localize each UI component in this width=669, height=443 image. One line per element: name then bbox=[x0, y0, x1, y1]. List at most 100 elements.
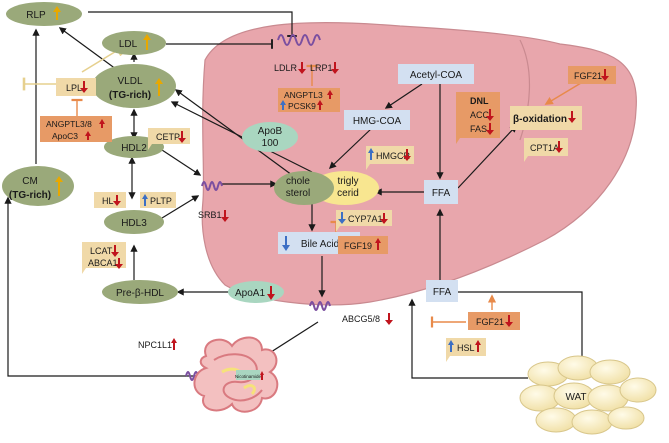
svg-text:LRP1: LRP1 bbox=[310, 63, 333, 73]
down-arrow-icon bbox=[486, 123, 494, 135]
box-fgf21-top: FGF21 bbox=[568, 66, 616, 84]
svg-text:RLP: RLP bbox=[26, 10, 46, 21]
svg-text:Nicotinamide: Nicotinamide bbox=[235, 374, 262, 379]
svg-text:trigly: trigly bbox=[337, 176, 358, 187]
svg-text:Pre-β-HDL: Pre-β-HDL bbox=[116, 288, 164, 299]
down-arrow-icon bbox=[80, 81, 88, 93]
down-arrow-icon bbox=[267, 286, 275, 300]
svg-text:CPT1A: CPT1A bbox=[530, 143, 559, 153]
label-ldlr-lrp1: LDLR LRP1 bbox=[274, 62, 339, 74]
box-acetyl-coa: Acetyl-COA bbox=[398, 64, 474, 84]
svg-text:ApoC3: ApoC3 bbox=[52, 131, 78, 141]
svg-text:ANGPTL3: ANGPTL3 bbox=[284, 90, 323, 100]
up-arrow-icon bbox=[475, 340, 481, 352]
down-arrow-icon bbox=[385, 313, 393, 325]
receptor-srb1-icon bbox=[201, 181, 223, 191]
svg-text:HSL: HSL bbox=[457, 343, 475, 353]
label-srb1: SRB1 bbox=[198, 210, 229, 222]
svg-text:HL: HL bbox=[102, 196, 114, 206]
svg-text:LDLR: LDLR bbox=[274, 63, 298, 73]
svg-text:β-oxidation: β-oxidation bbox=[513, 114, 567, 125]
svg-text:LCAT: LCAT bbox=[90, 246, 113, 256]
down-arrow-icon bbox=[555, 141, 563, 153]
svg-text:LDL: LDL bbox=[119, 39, 138, 50]
wat-adipose-icon: WAT bbox=[519, 355, 657, 435]
receptor-abcg58-icon bbox=[309, 301, 331, 311]
down-arrow-icon bbox=[221, 210, 229, 222]
node-cholesterol-triglyceride: chole sterol trigly cerid bbox=[274, 171, 379, 205]
label-npc1l1: NPC1L1 bbox=[138, 338, 177, 350]
down-arrow-icon bbox=[111, 245, 119, 257]
box-hmgcr: HMGCR bbox=[366, 146, 414, 170]
svg-text:FGF21: FGF21 bbox=[476, 317, 504, 327]
svg-text:ApoA1: ApoA1 bbox=[235, 288, 265, 299]
node-hdl3: HDL3 bbox=[104, 210, 164, 234]
svg-text:FGF21: FGF21 bbox=[574, 71, 602, 81]
node-cm: CM (TG-rich) bbox=[2, 166, 74, 206]
svg-text:HDL2: HDL2 bbox=[121, 143, 147, 154]
svg-text:FFA: FFA bbox=[432, 188, 451, 199]
down-arrow-icon bbox=[113, 195, 121, 206]
svg-text:PLTP: PLTP bbox=[150, 196, 172, 206]
up-arrow-icon bbox=[53, 6, 61, 20]
svg-text:HDL3: HDL3 bbox=[121, 218, 147, 229]
svg-text:DNL: DNL bbox=[470, 96, 489, 106]
box-cyp7a1: CYP7A1 bbox=[336, 210, 392, 232]
svg-text:SRB1: SRB1 bbox=[198, 210, 222, 220]
box-hmg-coa: HMG-COA bbox=[344, 110, 410, 130]
down-arrow-icon bbox=[568, 111, 576, 123]
svg-text:WAT: WAT bbox=[565, 392, 586, 403]
down-arrow-icon bbox=[403, 149, 411, 161]
svg-text:LPL: LPL bbox=[66, 83, 82, 93]
up-arrow-icon bbox=[99, 119, 105, 128]
down-arrow-icon bbox=[380, 213, 388, 224]
up-arrow-icon bbox=[85, 131, 91, 140]
receptor-ldlr-icon bbox=[277, 34, 321, 46]
up-arrow-icon bbox=[368, 148, 374, 160]
svg-text:ABCG5/8: ABCG5/8 bbox=[342, 314, 380, 324]
label-abcg58: ABCG5/8 bbox=[342, 313, 393, 325]
svg-text:NPC1L1: NPC1L1 bbox=[138, 340, 172, 350]
svg-text:chole: chole bbox=[286, 176, 310, 187]
box-cetp: CETP bbox=[148, 128, 190, 150]
up-arrow-icon bbox=[55, 176, 63, 196]
down-arrow-icon bbox=[115, 258, 123, 269]
svg-text:Bile Acid: Bile Acid bbox=[301, 239, 339, 250]
svg-text:CYP7A1: CYP7A1 bbox=[348, 214, 383, 224]
box-cpt1a: CPT1A bbox=[524, 138, 568, 162]
box-dnl: DNL ACC FAS bbox=[456, 92, 500, 144]
svg-text:VLDL: VLDL bbox=[117, 76, 142, 87]
up-arrow-icon bbox=[317, 100, 323, 110]
svg-text:FFA: FFA bbox=[433, 287, 452, 298]
box-fgf19: FGF19 bbox=[338, 236, 388, 254]
svg-text:ANGPTL3/8: ANGPTL3/8 bbox=[46, 119, 92, 129]
box-hl: HL bbox=[94, 192, 126, 208]
svg-text:FAS: FAS bbox=[470, 124, 487, 134]
down-arrow-icon bbox=[331, 62, 339, 74]
up-arrow-icon bbox=[280, 100, 286, 110]
up-arrow-icon bbox=[142, 194, 148, 206]
svg-text:HMG-COA: HMG-COA bbox=[353, 116, 402, 127]
node-rlp: RLP bbox=[6, 2, 82, 26]
box-ffa-liver: FFA bbox=[424, 180, 458, 204]
box-pltp: PLTP bbox=[140, 192, 176, 208]
svg-text:cerid: cerid bbox=[337, 188, 359, 199]
svg-text:ACC: ACC bbox=[470, 110, 490, 120]
intestine-icon: Nicotinamide bbox=[193, 336, 279, 413]
up-arrow-icon bbox=[143, 34, 151, 50]
down-arrow-icon bbox=[338, 212, 346, 224]
up-arrow-icon bbox=[171, 338, 177, 350]
svg-text:100: 100 bbox=[262, 138, 279, 149]
node-ldl: LDL bbox=[102, 31, 166, 55]
down-arrow-icon bbox=[505, 315, 513, 327]
svg-text:ApoB: ApoB bbox=[258, 126, 283, 137]
svg-text:HMGCR: HMGCR bbox=[376, 151, 410, 161]
down-arrow-icon bbox=[486, 109, 494, 121]
svg-text:CETP: CETP bbox=[156, 132, 180, 142]
box-angptl3-pcsk9: ANGPTL3 PCSK9 bbox=[278, 88, 340, 112]
up-arrow-icon bbox=[155, 78, 163, 96]
svg-text:sterol: sterol bbox=[286, 188, 310, 199]
box-ffa-lower: FFA bbox=[426, 280, 458, 302]
down-arrow-icon bbox=[282, 236, 290, 251]
